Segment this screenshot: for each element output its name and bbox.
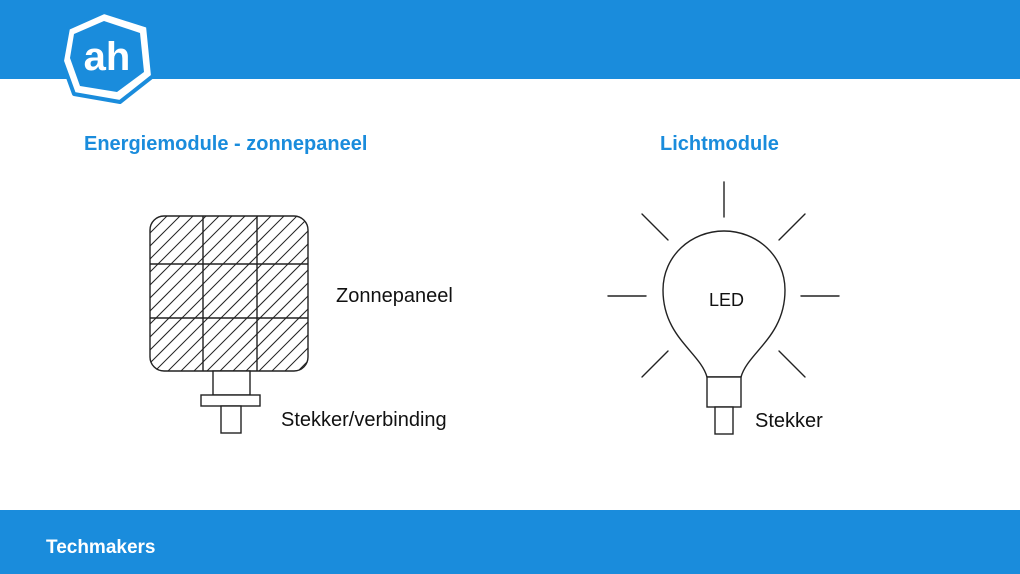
led-label: LED: [709, 290, 745, 310]
footer-bar: [0, 510, 1020, 574]
solar-panel: [149, 215, 309, 372]
light-rays: [607, 181, 840, 378]
plug-label: Stekker: [755, 410, 823, 432]
light-module-title: Lichtmodule: [660, 133, 779, 155]
solar-connector: [200, 370, 261, 434]
light-bulb: [662, 230, 786, 435]
solar-panel-label: Zonnepaneel: [336, 285, 453, 307]
svg-text:ah: ah: [84, 35, 131, 79]
energy-module-title: Energiemodule - zonnepaneel: [84, 133, 368, 155]
footer-title: Techmakers: [46, 537, 156, 558]
header-bar: [0, 0, 1020, 79]
albert-heijn-logo-icon: ah: [60, 10, 155, 104]
connector-label: Stekker/verbinding: [281, 409, 447, 431]
